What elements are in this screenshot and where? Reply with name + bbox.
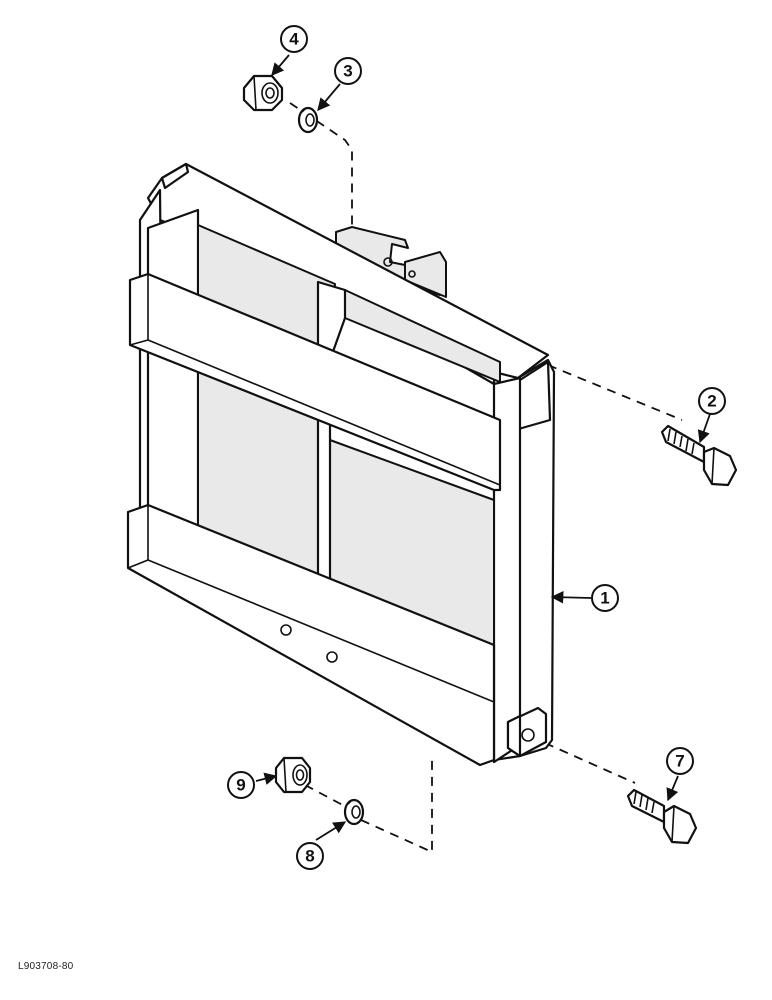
callout-3: 3 xyxy=(334,57,362,85)
mounting-frame xyxy=(126,162,556,767)
callout-1-label: 1 xyxy=(600,589,609,608)
callout-7-label: 7 xyxy=(675,752,684,771)
callout-3-label: 3 xyxy=(343,62,352,81)
callout-9-label: 9 xyxy=(236,776,245,795)
lower-lock-washer xyxy=(343,798,365,826)
upper-lock-washer xyxy=(297,106,319,134)
lower-hex-bolt xyxy=(626,788,698,845)
callout-4: 4 xyxy=(280,25,308,53)
callout-2-label: 2 xyxy=(707,392,716,411)
callout-7: 7 xyxy=(666,747,694,775)
callout-8: 8 xyxy=(296,842,324,870)
upper-hex-nut xyxy=(242,74,284,112)
upper-hex-bolt xyxy=(660,424,738,487)
callout-2: 2 xyxy=(698,387,726,415)
callout-1: 1 xyxy=(591,584,619,612)
callout-8-label: 8 xyxy=(305,847,314,866)
callout-4-label: 4 xyxy=(289,30,299,49)
callout-leaders xyxy=(255,54,711,841)
callout-9: 9 xyxy=(227,771,255,799)
drawing-reference-code: L903708-80 xyxy=(18,961,74,972)
lower-hex-nut xyxy=(274,756,312,794)
